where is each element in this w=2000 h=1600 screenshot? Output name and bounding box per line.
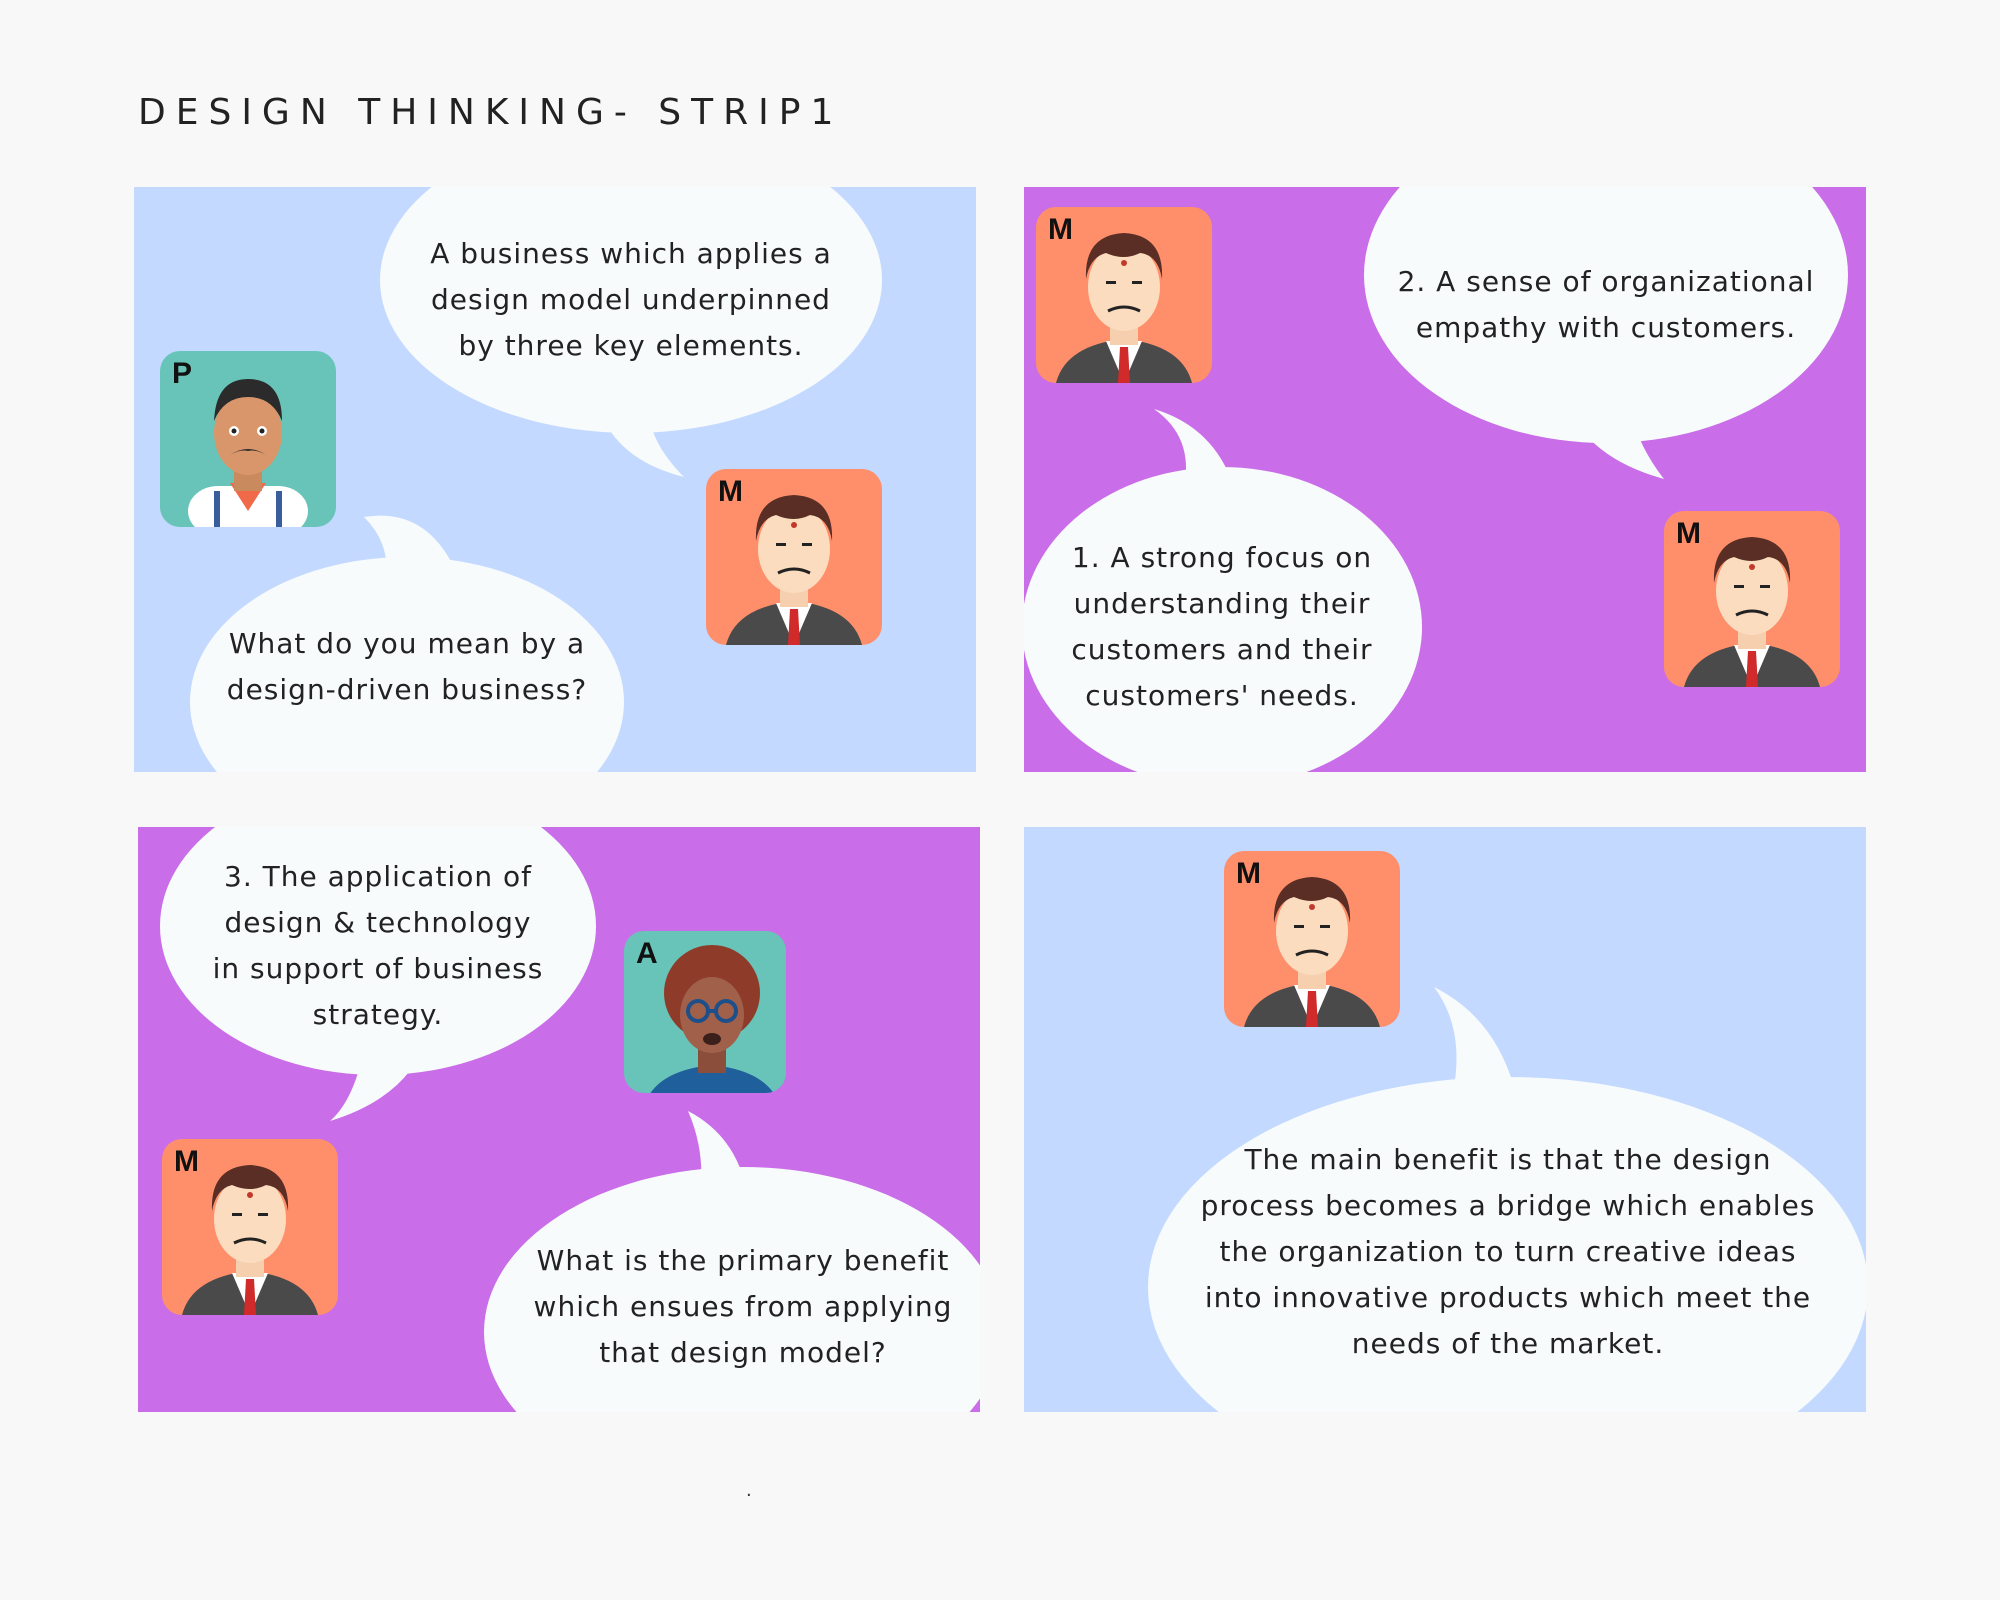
comic-panel-2: 2. A sense of organizational empathy wit… [1024,187,1866,772]
speech-text: 3. The application of design & technolog… [212,860,544,1031]
speech-text: The main benefit is that the design proc… [1200,1143,1816,1360]
man-in-suit-illustration [1056,233,1192,383]
speech-text: 1. A strong focus on understanding their… [1071,541,1373,712]
avatar-badge: P [172,357,193,390]
avatar: M [1664,511,1840,687]
avatar-badge: M [1236,857,1261,890]
avatar-badge: M [174,1145,199,1178]
avatar: A [624,931,786,1093]
avatar: M [1224,851,1400,1027]
speech-text: What is the primary benefit which ensues… [533,1244,953,1369]
footer-mark: . [746,1480,752,1501]
avatar-badge: M [1676,517,1701,550]
avatar-badge: A [636,937,658,970]
speech-text: What do you mean by a design-driven busi… [226,627,588,706]
comic-panel-1: A business which applies a design model … [134,187,976,772]
woman-with-glasses-illustration [650,945,774,1093]
avatar-badge: M [1048,213,1073,246]
man-in-suit-illustration [1684,537,1820,687]
man-in-suit-illustration [726,495,862,645]
speech-bubble: What is the primary benefit which ensues… [484,1167,980,1412]
man-in-suit-illustration [182,1165,318,1315]
speech-bubble: The main benefit is that the design proc… [1148,1077,1866,1412]
speech-text: A business which applies a design model … [430,237,832,362]
avatar: M [162,1139,338,1315]
avatar: M [706,469,882,645]
strip-title: DESIGN THINKING- STRIP1 [138,92,844,133]
comic-panel-4: The main benefit is that the design proc… [1024,827,1866,1412]
speech-text: 2. A sense of organizational empathy wit… [1397,265,1815,344]
speech-bubble: 1. A strong focus on understanding their… [1024,467,1422,772]
man-in-suit-illustration [1244,877,1380,1027]
avatar: M [1036,207,1212,383]
avatar-badge: M [718,475,743,508]
comic-panel-3: 3. The application of design & technolog… [138,827,980,1412]
speech-tail [1434,987,1514,1087]
man-with-mustache-illustration [188,379,308,527]
speech-bubble: A business which applies a design model … [380,187,882,433]
avatar: P [160,351,336,527]
speech-bubble: 3. The application of design & technolog… [160,827,596,1075]
